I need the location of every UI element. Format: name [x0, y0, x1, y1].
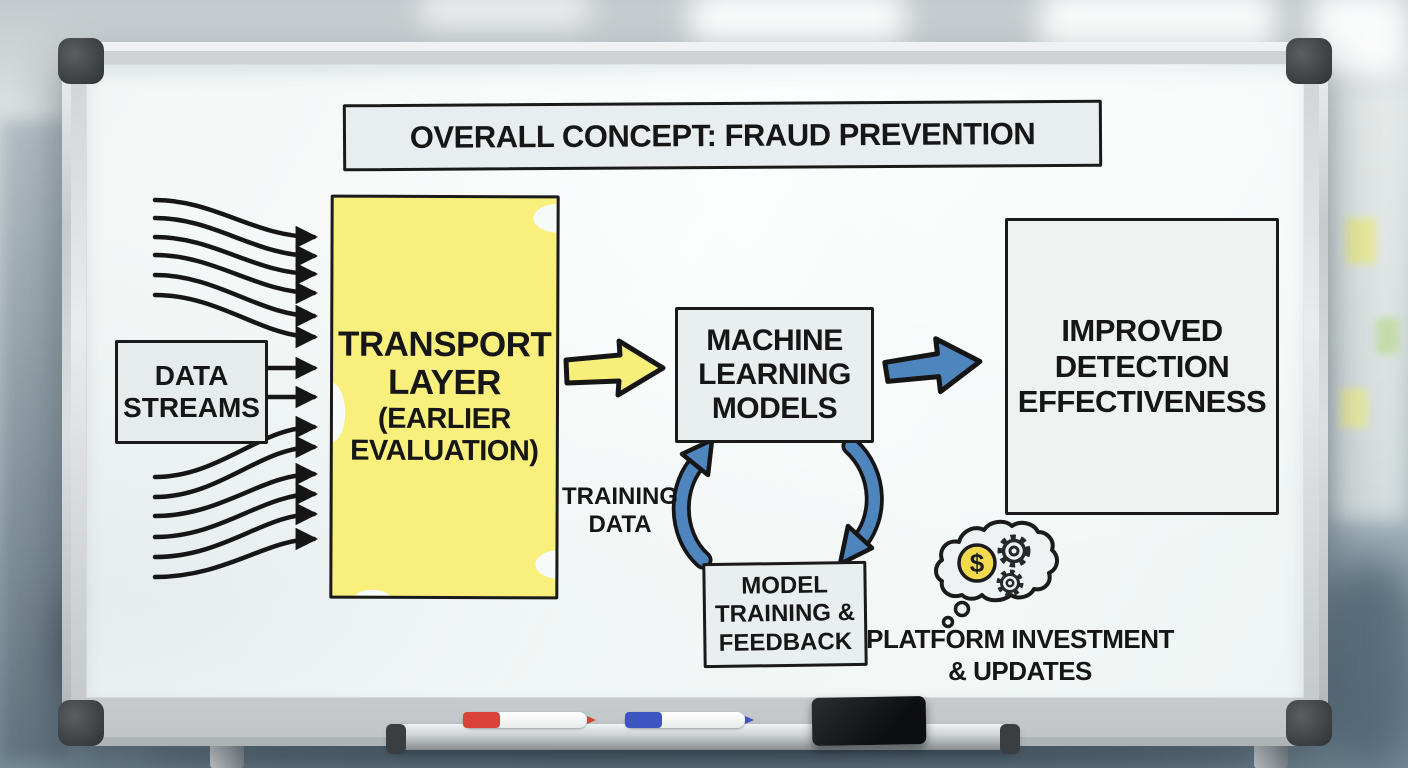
- transport-layer-subtitle: (EARLIER EVALUATION): [350, 403, 539, 468]
- title-banner: OVERALL CONCEPT: FRAUD PREVENTION: [342, 99, 1103, 172]
- sticky-note: [1376, 318, 1400, 354]
- data-stream-arrows: [152, 197, 319, 580]
- ceiling-light: [690, 0, 905, 50]
- data-streams-label: DATA STREAMS: [123, 360, 260, 423]
- blue-marker-cap: [625, 712, 662, 728]
- tray-end-cap: [386, 724, 406, 754]
- red-marker-cap: [463, 712, 500, 728]
- blue-block-arrow: [882, 336, 983, 395]
- gear-icon: [997, 534, 1031, 568]
- frame-corner-cap: [1286, 38, 1332, 84]
- frame-corner-cap: [58, 38, 104, 84]
- model-training-label: MODEL TRAINING & FEEDBACK: [714, 571, 856, 657]
- yellow-block-arrow: [563, 338, 666, 398]
- blue-marker-tip: [745, 716, 754, 724]
- frame-corner-cap: [58, 700, 104, 746]
- thought-bubble-tail-small: [941, 615, 955, 629]
- gear-icon: [996, 569, 1024, 597]
- title-text: OVERALL CONCEPT: FRAUD PREVENTION: [409, 115, 1036, 155]
- sticky-note: [1346, 218, 1376, 264]
- node-improved-detection: IMPROVED DETECTION EFFECTIVENESS: [1005, 218, 1279, 515]
- feedback-loop-arrows: [671, 436, 884, 570]
- training-data-label: TRAINING DATA: [560, 483, 680, 540]
- red-marker: [463, 712, 596, 728]
- platform-investment-text: PLATFORM INVESTMENT & UPDATES: [866, 624, 1174, 686]
- tray-end-cap: [1000, 724, 1020, 754]
- blue-marker: [625, 712, 754, 728]
- red-marker-tip: [587, 716, 596, 724]
- node-model-training: MODEL TRAINING & FEEDBACK: [702, 560, 868, 669]
- frame-corner-cap: [1286, 700, 1332, 746]
- transport-layer-title: TRANSPORT LAYER: [337, 324, 552, 402]
- ceiling-light: [420, 0, 590, 30]
- thought-bubble-icon: $: [934, 519, 1059, 629]
- improved-detection-label: IMPROVED DETECTION EFFECTIVENESS: [1017, 312, 1267, 420]
- ml-models-label: MACHINE LEARNING MODELS: [698, 324, 851, 425]
- dollar-sign: $: [970, 548, 985, 578]
- thought-bubble-tail-large: [953, 600, 971, 618]
- node-transport-layer: TRANSPORT LAYER (EARLIER EVALUATION): [329, 194, 560, 600]
- background-wall-left: [0, 120, 70, 760]
- node-ml-models: MACHINE LEARNING MODELS: [675, 307, 874, 443]
- node-data-streams: DATA STREAMS: [115, 340, 268, 444]
- background-blur-object: [1320, 560, 1408, 768]
- training-data-text: TRAINING DATA: [562, 483, 678, 539]
- whiteboard-eraser: [811, 696, 927, 746]
- background-wall-right: [1328, 90, 1408, 520]
- dollar-coin-icon: [957, 543, 997, 583]
- platform-investment-label: PLATFORM INVESTMENT & UPDATES: [860, 624, 1180, 687]
- sticky-note: [1340, 388, 1368, 428]
